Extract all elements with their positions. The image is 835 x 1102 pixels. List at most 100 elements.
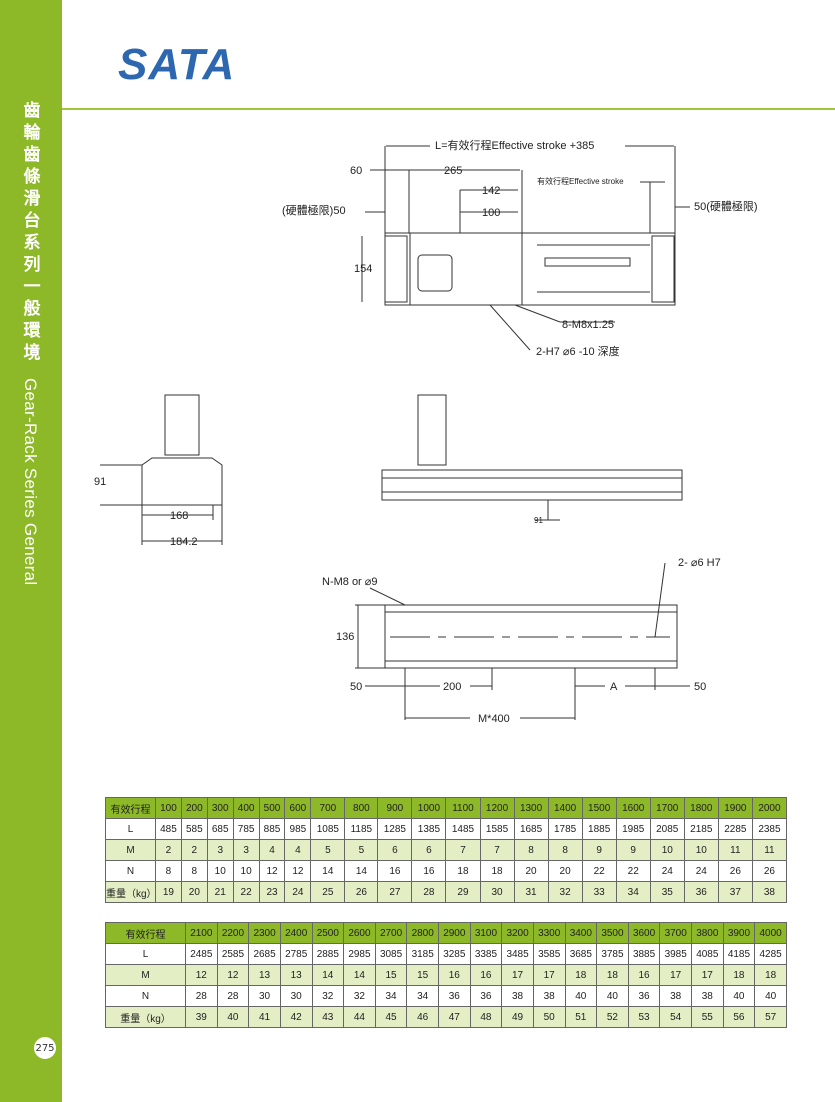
table-cell: 10 <box>232 860 260 882</box>
table-cell: 2 <box>180 839 208 861</box>
table-cell: 44 <box>343 1006 376 1028</box>
table-cell: 2900 <box>438 922 471 944</box>
table-cell: 12 <box>284 860 312 882</box>
table-cell: 1585 <box>479 818 515 840</box>
table-cell: 2200 <box>216 922 250 944</box>
technical-drawings: L=有效行程Effective stroke +385 60 265 142 1… <box>94 138 758 725</box>
table-cell: 2700 <box>374 922 408 944</box>
table-cell: 2285 <box>717 818 753 840</box>
table-cell: 2085 <box>649 818 685 840</box>
table-cell: 3 <box>232 839 260 861</box>
table-cell: 2000 <box>751 797 788 819</box>
table-cell: 29 <box>445 881 481 903</box>
table-cell: 3600 <box>627 922 661 944</box>
table-cell: 26 <box>344 881 379 903</box>
table-cell: 47 <box>438 1006 471 1028</box>
table-cell: 1785 <box>547 818 583 840</box>
row-label: M <box>105 964 186 986</box>
table-cell: 38 <box>501 985 534 1007</box>
table-cell: 1685 <box>513 818 549 840</box>
table-cell: 54 <box>659 1006 692 1028</box>
table-cell: 21 <box>206 881 234 903</box>
table-cell: 17 <box>501 964 534 986</box>
table-cell: 2 <box>155 839 182 861</box>
table-cell: 36 <box>438 985 471 1007</box>
stroke-label: 有效行程Effective stroke <box>537 176 624 186</box>
sidebar: 齒輪齒條滑台系列 一 般環境 Gear-Rack Series General … <box>0 0 62 1102</box>
dim-M400: M*400 <box>478 713 510 725</box>
table-cell: 2685 <box>248 943 281 965</box>
table-cell: 2585 <box>216 943 250 965</box>
series-title-en: Gear-Rack Series General <box>21 378 40 586</box>
table-cell: 4 <box>284 839 312 861</box>
table-cell: 3 <box>206 839 234 861</box>
table-cell: 14 <box>311 964 345 986</box>
table-cell: 15 <box>406 964 439 986</box>
table-cell: 37 <box>717 881 753 903</box>
table-cell: 100 <box>155 797 182 819</box>
table-cell: 40 <box>564 985 598 1007</box>
dim-184: 184.2 <box>170 536 198 548</box>
table-cell: 38 <box>751 881 788 903</box>
table-cell: 3685 <box>564 943 598 965</box>
table-cell: 800 <box>344 797 379 819</box>
table-cell: 900 <box>377 797 413 819</box>
row-label: 重量（kg） <box>105 1006 186 1028</box>
table-cell: 40 <box>596 985 629 1007</box>
table-cell: 1700 <box>649 797 685 819</box>
table-cell: 52 <box>596 1006 629 1028</box>
table-cell: 48 <box>469 1006 503 1028</box>
table-cell: 1285 <box>377 818 413 840</box>
row-label: N <box>105 985 186 1007</box>
table-cell: 8 <box>513 839 549 861</box>
table-cell: 18 <box>754 964 787 986</box>
table-cell: 2985 <box>343 943 376 965</box>
table-cell: 3885 <box>627 943 661 965</box>
table-cell: 1485 <box>445 818 481 840</box>
table-cell: 32 <box>343 985 376 1007</box>
table-cell: 34 <box>374 985 408 1007</box>
table-cell: 4185 <box>722 943 756 965</box>
table-cell: 2400 <box>279 922 313 944</box>
table-cell: 13 <box>279 964 313 986</box>
table-cell: 2185 <box>683 818 719 840</box>
table-cell: 43 <box>311 1006 345 1028</box>
table-cell: 32 <box>311 985 345 1007</box>
table-cell: 13 <box>248 964 281 986</box>
dim-50-left: 50 <box>350 681 362 693</box>
table-cell: 1885 <box>581 818 617 840</box>
table-cell: 34 <box>615 881 651 903</box>
dim-A: A <box>610 681 618 693</box>
table-cell: 51 <box>564 1006 598 1028</box>
table-cell: 785 <box>232 818 260 840</box>
table-cell: 15 <box>374 964 408 986</box>
table-cell: 985 <box>284 818 312 840</box>
table-cell: 27 <box>377 881 413 903</box>
table-cell: 1900 <box>717 797 753 819</box>
table-cell: 3500 <box>596 922 629 944</box>
row-label: L <box>105 943 186 965</box>
table-cell: 12 <box>258 860 286 882</box>
table-cell: 885 <box>258 818 286 840</box>
table-cell: 16 <box>627 964 661 986</box>
table-cell: 1000 <box>411 797 447 819</box>
table-cell: 14 <box>310 860 346 882</box>
table-cell: 3200 <box>501 922 534 944</box>
table-cell: 300 <box>206 797 234 819</box>
table-cell: 30 <box>479 881 515 903</box>
table-cell: 14 <box>343 964 376 986</box>
table-cell: 1185 <box>344 818 379 840</box>
table-cell: 33 <box>581 881 617 903</box>
table-cell: 42 <box>279 1006 313 1028</box>
table-cell: 2385 <box>751 818 788 840</box>
table-cell: 5 <box>310 839 346 861</box>
table-cell: 50 <box>532 1006 566 1028</box>
table-cell: 3400 <box>564 922 598 944</box>
table-cell: 18 <box>479 860 515 882</box>
bolt-spec: 8-M8x1.25 <box>562 319 614 331</box>
